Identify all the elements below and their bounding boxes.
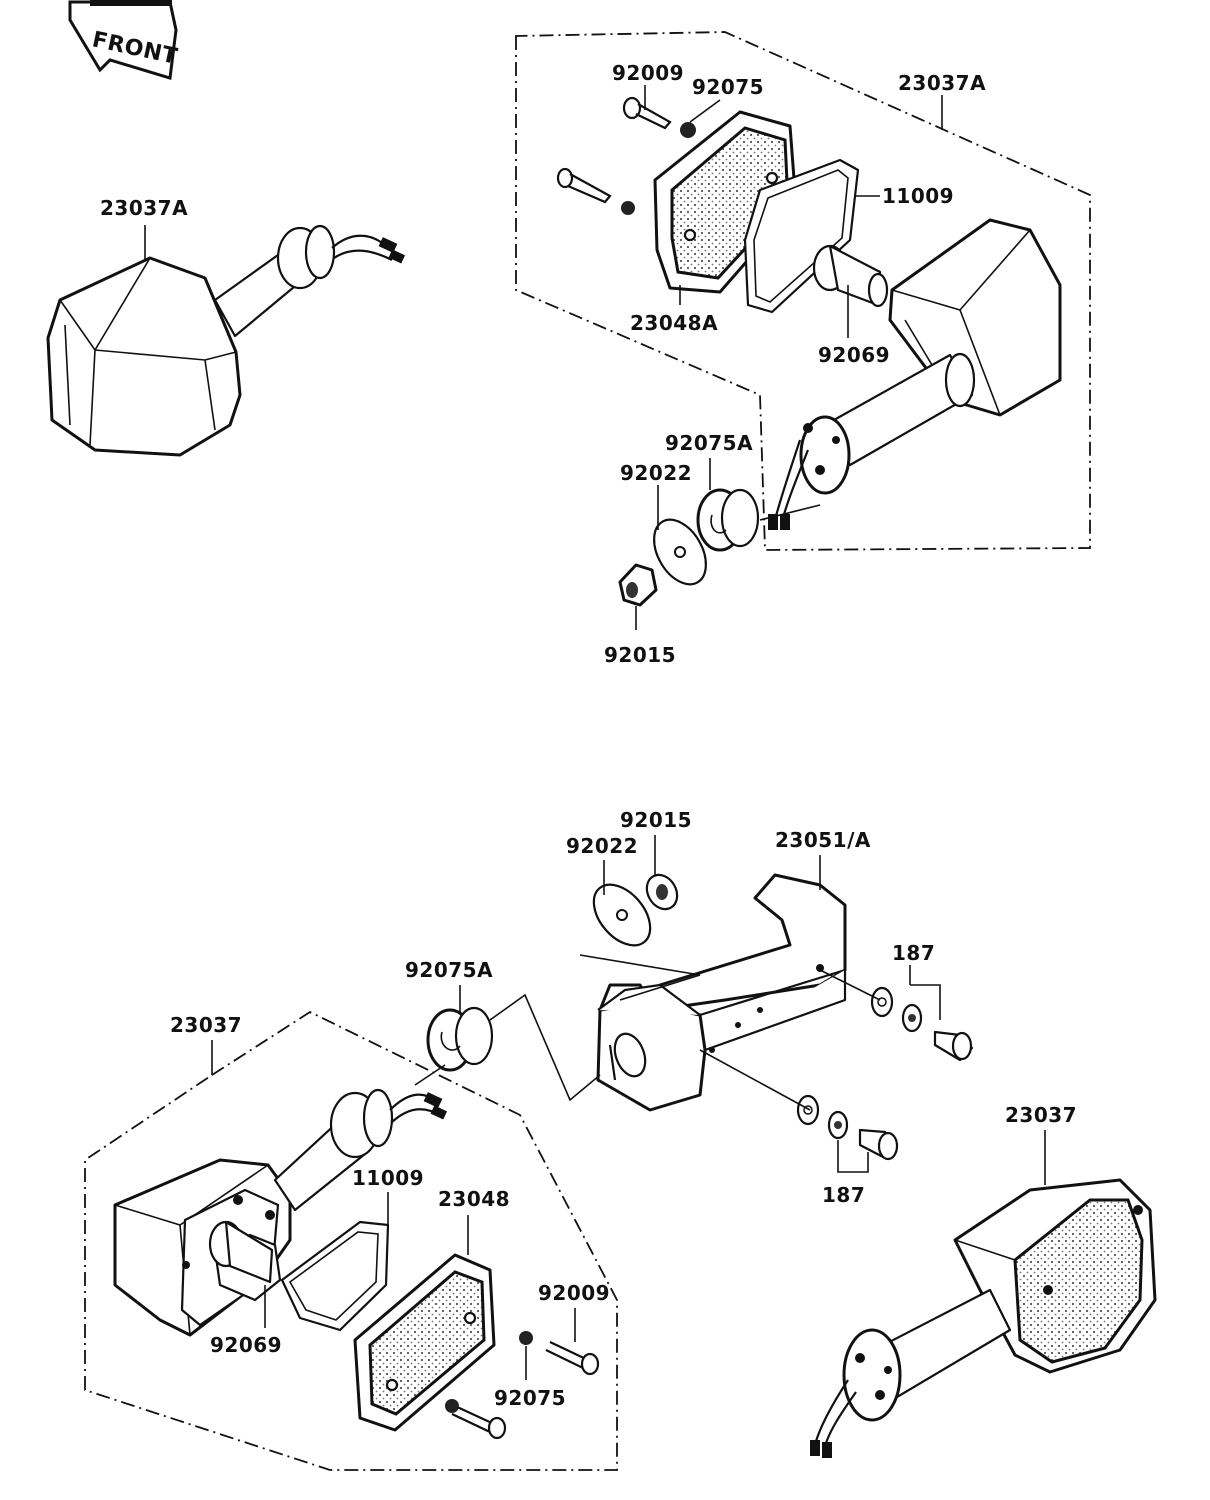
label-23037-right: 23037	[1005, 1103, 1077, 1127]
label-92022-top: 92022	[620, 461, 692, 485]
housing-23037-right	[810, 1178, 1157, 1458]
label-92069-bottom: 92069	[210, 1333, 282, 1357]
label-92075A-top: 92075A	[665, 431, 753, 455]
label-92075A-bottom: 92075A	[405, 958, 493, 982]
label-187-lower: 187	[822, 1183, 865, 1207]
lens-23048	[353, 1253, 496, 1432]
gasket-11009	[743, 158, 860, 314]
label-23048: 23048	[438, 1187, 510, 1211]
nut-92015	[618, 563, 658, 607]
bulb-92069-bottom	[208, 1220, 274, 1284]
label-92015-bottom: 92015	[620, 808, 692, 832]
label-11009-top: 11009	[882, 184, 954, 208]
label-92015-top: 92015	[604, 643, 676, 667]
label-187-upper: 187	[892, 941, 935, 965]
grommet-92075A	[696, 488, 760, 552]
label-92075-bottom: 92075	[494, 1386, 566, 1410]
label-92022-bottom: 92022	[566, 834, 638, 858]
grommet-92075A-bottom	[426, 1006, 494, 1072]
label-23051A: 23051/A	[775, 828, 871, 852]
housing-23037-left	[113, 1088, 448, 1337]
label-92069-top: 92069	[818, 343, 890, 367]
label-11009-bottom: 11009	[352, 1166, 424, 1190]
label-23048A: 23048A	[630, 311, 718, 335]
gasket-11009-bottom	[280, 1220, 390, 1332]
label-92009-top: 92009	[612, 61, 684, 85]
bolt-187-upper	[870, 986, 974, 1062]
nut-92075	[680, 122, 696, 138]
label-23037-left: 23037	[170, 1013, 242, 1037]
nut-92075-bottom	[519, 1331, 533, 1345]
bracket-23051A	[596, 873, 847, 1112]
bulb-92069	[812, 244, 889, 308]
label-23037A-left: 23037A	[100, 196, 188, 220]
housing-23037A-right	[768, 218, 1062, 530]
lens-23048A	[653, 110, 798, 294]
assembly-bottom-left-outline	[84, 1010, 618, 1471]
turn-signal-top-left	[46, 224, 406, 457]
label-23037A-right: 23037A	[898, 71, 986, 95]
bolt-187-lower	[796, 1094, 899, 1161]
screw-92009	[556, 96, 672, 204]
front-arrow-icon: FRONT	[68, 0, 180, 80]
label-92009-bottom: 92009	[538, 1281, 610, 1305]
label-92075-top: 92075	[692, 75, 764, 99]
screw-92009-bottom	[451, 1341, 600, 1440]
assembly-top-right-outline	[515, 31, 1091, 551]
